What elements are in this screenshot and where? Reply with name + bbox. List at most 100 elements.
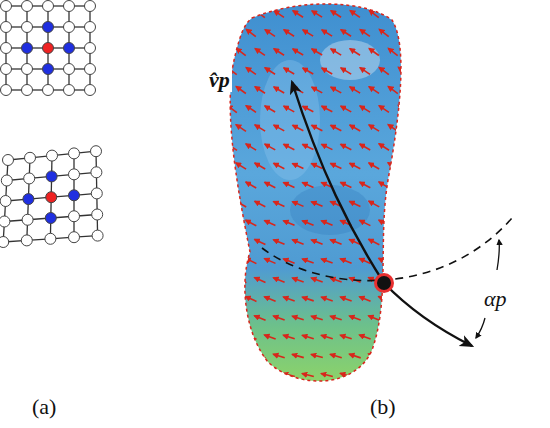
fiber-vector (388, 48, 397, 55)
grid-node (22, 43, 33, 54)
fiber-vector (349, 316, 360, 320)
fiber-vector (283, 373, 295, 376)
fiber-vector (341, 68, 351, 74)
grid-node (43, 22, 54, 33)
grid-node (92, 209, 103, 220)
grid-node (64, 1, 75, 12)
grid-node (22, 1, 33, 12)
fiber-vector (265, 182, 276, 187)
fiber-vector (255, 49, 265, 56)
fiber-vector (369, 163, 379, 169)
fiber-vector (340, 297, 351, 301)
fiber-vector (369, 239, 380, 244)
fiber-vector (303, 144, 314, 149)
angle-label: αp (482, 287, 509, 311)
deformed-grid (0, 146, 103, 248)
fiber-vector (360, 68, 370, 75)
fiber-vector (236, 86, 246, 93)
fiber-vector (341, 144, 352, 150)
fiber-vector (311, 202, 322, 207)
fiber-vector (284, 30, 294, 36)
panel-label: (a) (32, 396, 56, 418)
fiber-vector (265, 68, 275, 74)
fiber-vector (265, 30, 275, 37)
fiber-vector (322, 144, 333, 149)
fiber-vector (311, 316, 322, 320)
fiber-vector (360, 220, 371, 225)
grid-node (69, 232, 80, 243)
grid-node (91, 146, 102, 157)
grid-node (1, 85, 12, 96)
fiber-vector (388, 201, 398, 207)
fiber-vector (293, 125, 304, 130)
fiber-vector (274, 201, 285, 206)
fiber-vector (369, 48, 379, 55)
grid-node (25, 152, 36, 163)
grid-node (1, 64, 12, 75)
fiber-vector (341, 182, 352, 187)
fiber-vector (236, 48, 245, 55)
fiber-vector (293, 49, 303, 55)
fiber-vector (398, 182, 408, 189)
fiber-vector (359, 373, 370, 377)
fiber-vector (379, 67, 389, 74)
fiber-vector (350, 49, 360, 56)
fiber-vector (236, 239, 247, 245)
fiber-vector (388, 315, 399, 320)
fiber-vector (350, 201, 361, 206)
fiber-vector (303, 30, 313, 36)
angle-arrow (497, 240, 499, 270)
fiber-vector (321, 335, 333, 338)
grid-node (91, 167, 102, 178)
fiber-vector (264, 297, 275, 301)
fiber-vector (302, 259, 313, 263)
fiber-vector (292, 202, 303, 207)
grid-node (69, 211, 80, 222)
fiber-vector (378, 335, 389, 340)
grid-node (0, 237, 9, 248)
fiber-vector (321, 297, 332, 301)
fiber-vector (283, 335, 294, 339)
fiber-vector (227, 182, 237, 188)
fiber-direction-arrow (384, 283, 472, 346)
fiber-vector (255, 239, 266, 244)
fiber-vector (398, 258, 408, 264)
fiber-vector (379, 106, 389, 113)
fiber-vector (321, 259, 332, 263)
grid-node (64, 85, 75, 96)
grid-node (91, 188, 102, 199)
fiber-vector (245, 335, 256, 340)
grid-node (22, 64, 33, 75)
grid-node (85, 43, 96, 54)
fiber-vector (265, 106, 275, 112)
fiber-vector (398, 29, 407, 37)
fiber-vector (312, 11, 322, 17)
fiber-vector (311, 278, 322, 282)
fiber-vector (293, 11, 303, 17)
fiber-vector (368, 316, 379, 321)
fiber-vector (398, 334, 409, 339)
fiber-vector (254, 316, 265, 320)
grid-node (1, 1, 12, 12)
grid-node (85, 64, 96, 75)
grid-node (69, 148, 80, 159)
grid-node (43, 1, 54, 12)
fiber-vector (236, 163, 246, 169)
fiber-vector (350, 125, 360, 131)
fiber-vector (274, 125, 285, 131)
grid-node (46, 171, 57, 182)
fiber-vector (341, 106, 351, 112)
fiber-vector (292, 278, 303, 282)
fiber-vector (227, 105, 237, 112)
fiber-vector (264, 335, 275, 339)
fiber-vector (350, 163, 361, 169)
fiber-vector (340, 373, 352, 376)
grid-node (1, 22, 12, 33)
fiber-vector (360, 182, 371, 188)
point-marker (374, 273, 394, 293)
fiber-vector (321, 373, 333, 376)
fiber-vector (407, 239, 417, 245)
fiber-vector (331, 87, 341, 93)
fiber-vector (227, 334, 238, 339)
fiber-vector (312, 49, 322, 55)
